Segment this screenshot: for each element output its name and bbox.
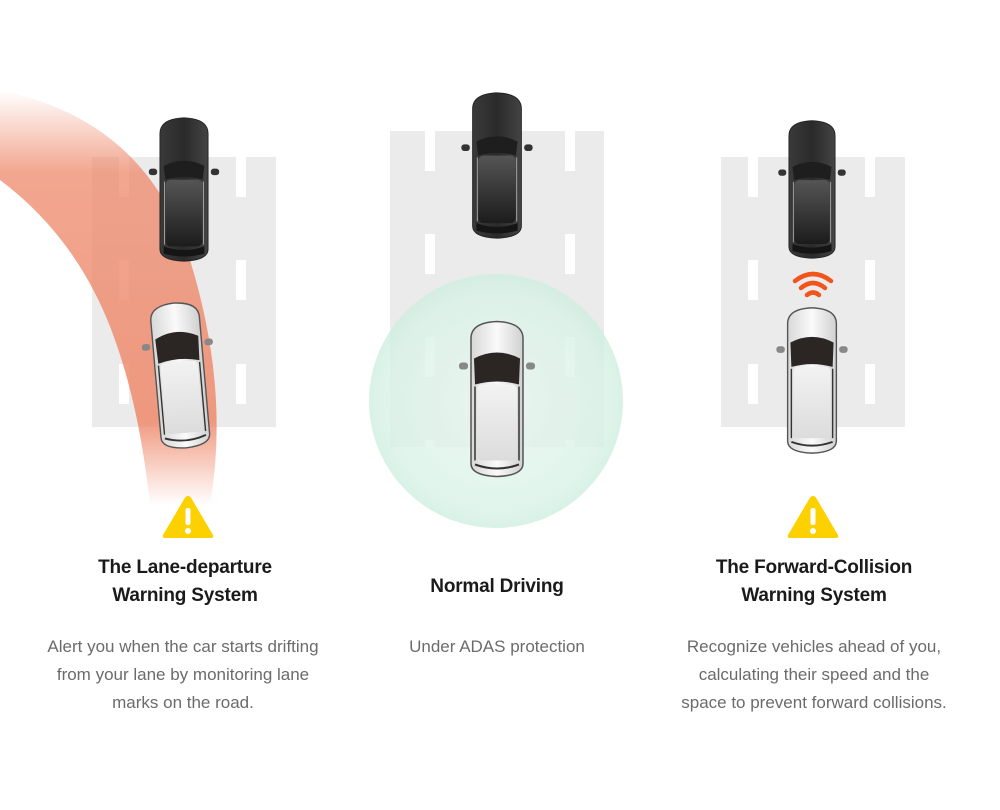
lane-mark bbox=[236, 364, 246, 404]
warning-triangle-icon bbox=[161, 494, 215, 540]
car-dark-ahead bbox=[457, 90, 537, 240]
panel-description: Recognize vehicles ahead of you, calcula… bbox=[681, 637, 947, 712]
car-white-own bbox=[774, 305, 850, 455]
lane-mark bbox=[425, 131, 435, 171]
warning-triangle-icon bbox=[786, 494, 840, 540]
panel-forward-collision: The Forward-Collision Warning System Rec… bbox=[660, 0, 1000, 810]
lane-mark bbox=[748, 157, 758, 197]
lane-mark bbox=[865, 260, 875, 300]
car-dark-ahead bbox=[144, 115, 224, 263]
lane-mark bbox=[748, 260, 758, 300]
panel-lane-departure: The Lane-departure Warning System Alert … bbox=[0, 0, 340, 810]
lane-mark bbox=[565, 131, 575, 171]
wireless-signal-icon bbox=[792, 271, 834, 298]
panel-title: Normal Driving bbox=[430, 576, 564, 597]
car-dark-ahead bbox=[774, 118, 850, 260]
lane-mark bbox=[865, 364, 875, 404]
panel-title: The Forward-Collision Warning System bbox=[715, 557, 913, 606]
panel-description: Alert you when the car starts drifting f… bbox=[47, 637, 319, 712]
panel-description: Under ADAS protection bbox=[409, 637, 585, 656]
lane-mark bbox=[565, 234, 575, 274]
lane-mark bbox=[748, 364, 758, 404]
panel-title: The Lane-departure Warning System bbox=[98, 557, 272, 606]
lane-mark bbox=[425, 234, 435, 274]
lane-mark bbox=[119, 364, 129, 404]
lane-mark bbox=[236, 260, 246, 300]
lane-mark bbox=[236, 157, 246, 197]
panel-normal-driving: Normal Driving Under ADAS protection bbox=[340, 0, 660, 810]
car-white-own bbox=[457, 316, 537, 481]
car-white-drifting bbox=[130, 296, 231, 453]
lane-mark bbox=[865, 157, 875, 197]
